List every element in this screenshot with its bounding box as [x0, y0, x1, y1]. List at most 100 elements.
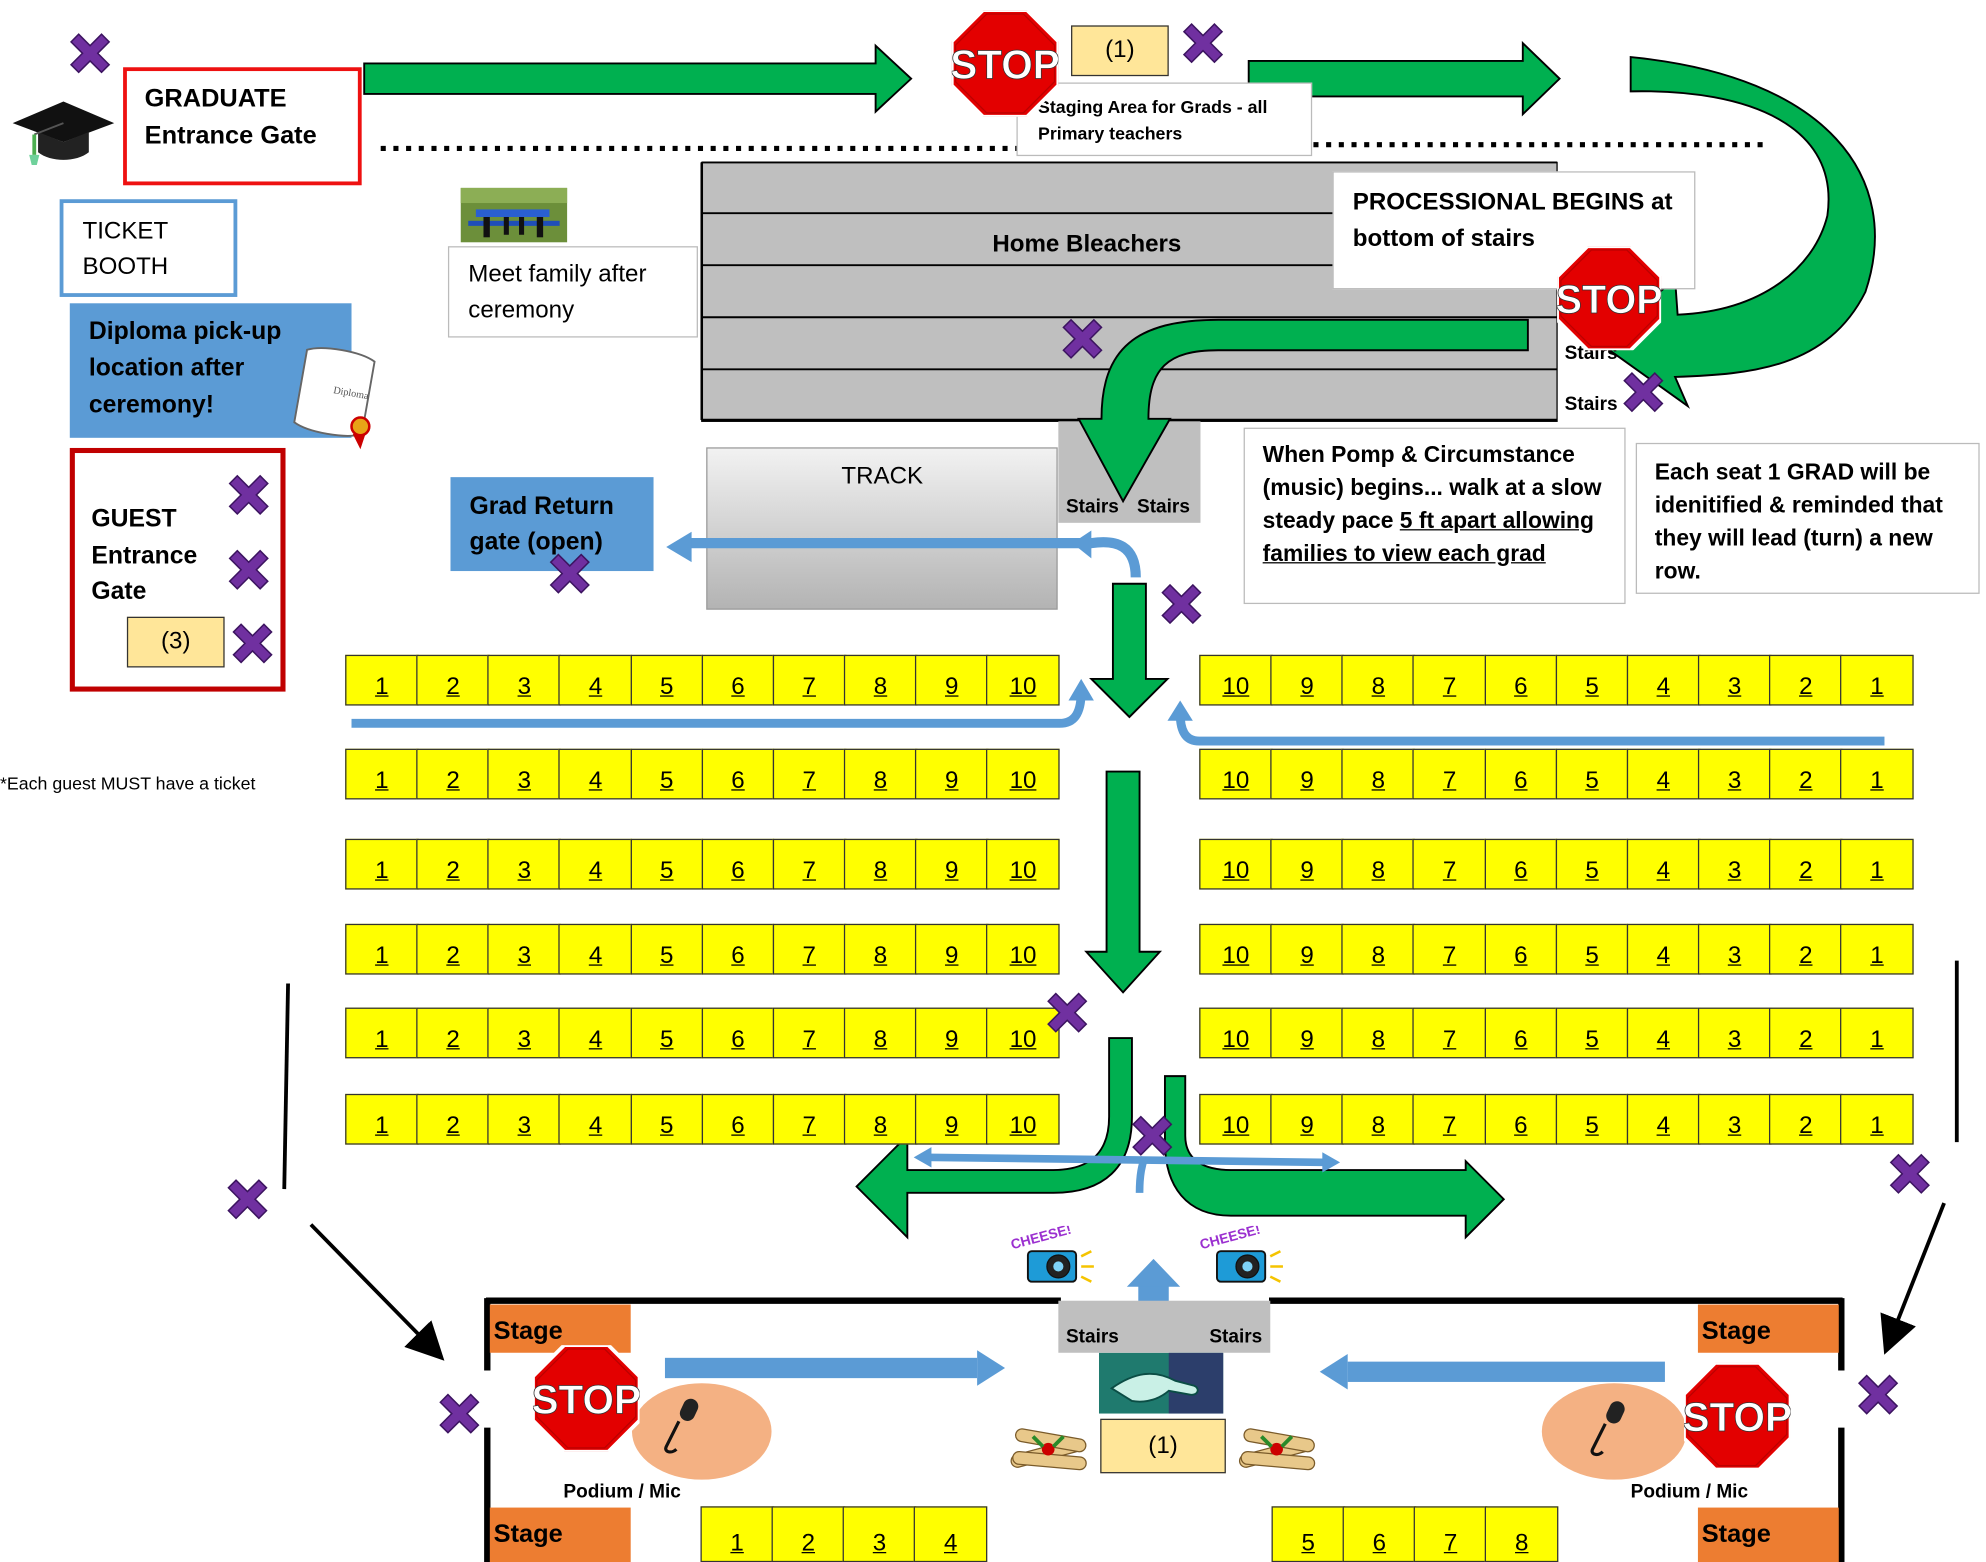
seat-6[interactable]: 6 — [1484, 1093, 1558, 1145]
seat-5[interactable]: 5 — [630, 748, 704, 800]
seat-7[interactable]: 7 — [772, 1093, 846, 1145]
seat-2[interactable]: 2 — [1769, 838, 1843, 890]
seat-7[interactable]: 7 — [772, 1007, 846, 1059]
seat-9[interactable]: 9 — [915, 923, 989, 975]
seat-8[interactable]: 8 — [1341, 1007, 1415, 1059]
seat-2[interactable]: 2 — [416, 1093, 490, 1145]
seat-5[interactable]: 5 — [630, 1093, 704, 1145]
seat-3[interactable]: 3 — [487, 1093, 561, 1145]
seat-9[interactable]: 9 — [915, 748, 989, 800]
seat-8[interactable]: 8 — [843, 1007, 918, 1059]
seat-2[interactable]: 2 — [1769, 923, 1843, 975]
seat-10[interactable]: 10 — [986, 923, 1060, 975]
seat-1[interactable]: 1 — [345, 654, 419, 706]
seat-8[interactable]: 8 — [1341, 1093, 1415, 1145]
seat-6[interactable]: 6 — [1342, 1506, 1416, 1562]
seat-9[interactable]: 9 — [915, 1093, 989, 1145]
seat-3[interactable]: 3 — [1697, 923, 1772, 975]
seat-10[interactable]: 10 — [1199, 1093, 1273, 1145]
seat-1[interactable]: 1 — [1840, 748, 1914, 800]
seat-3[interactable]: 3 — [487, 748, 561, 800]
seat-2[interactable]: 2 — [416, 654, 490, 706]
seat-4[interactable]: 4 — [558, 748, 633, 800]
seat-3[interactable]: 3 — [842, 1506, 917, 1562]
seat-8[interactable]: 8 — [1341, 838, 1415, 890]
seat-10[interactable]: 10 — [1199, 654, 1273, 706]
seat-4[interactable]: 4 — [558, 1093, 633, 1145]
seat-8[interactable]: 8 — [843, 1093, 918, 1145]
seat-6[interactable]: 6 — [701, 923, 775, 975]
seat-9[interactable]: 9 — [1270, 923, 1344, 975]
seat-10[interactable]: 10 — [986, 654, 1060, 706]
seat-3[interactable]: 3 — [487, 1007, 561, 1059]
seat-3[interactable]: 3 — [1697, 1007, 1772, 1059]
seat-2[interactable]: 2 — [416, 748, 490, 800]
seat-5[interactable]: 5 — [1555, 1093, 1629, 1145]
seat-7[interactable]: 7 — [1412, 838, 1487, 890]
seat-4[interactable]: 4 — [1626, 748, 1700, 800]
seat-2[interactable]: 2 — [1769, 748, 1843, 800]
seat-7[interactable]: 7 — [1412, 654, 1487, 706]
seat-10[interactable]: 10 — [986, 1093, 1060, 1145]
seat-1[interactable]: 1 — [345, 1093, 419, 1145]
seat-7[interactable]: 7 — [772, 923, 846, 975]
seat-8[interactable]: 8 — [843, 748, 918, 800]
seat-6[interactable]: 6 — [701, 1093, 775, 1145]
seat-3[interactable]: 3 — [1697, 654, 1772, 706]
seat-5[interactable]: 5 — [1555, 748, 1629, 800]
seat-1[interactable]: 1 — [1840, 1007, 1914, 1059]
seat-3[interactable]: 3 — [1697, 838, 1772, 890]
seat-4[interactable]: 4 — [1626, 923, 1700, 975]
seat-8[interactable]: 8 — [1341, 748, 1415, 800]
seat-2[interactable]: 2 — [1769, 654, 1843, 706]
seat-7[interactable]: 7 — [1412, 923, 1487, 975]
seat-5[interactable]: 5 — [1555, 923, 1629, 975]
seat-7[interactable]: 7 — [1412, 748, 1487, 800]
seat-10[interactable]: 10 — [986, 748, 1060, 800]
seat-10[interactable]: 10 — [986, 1007, 1060, 1059]
seat-2[interactable]: 2 — [1769, 1093, 1843, 1145]
seat-6[interactable]: 6 — [701, 654, 775, 706]
seat-1[interactable]: 1 — [700, 1506, 774, 1562]
seat-10[interactable]: 10 — [1199, 838, 1273, 890]
seat-9[interactable]: 9 — [915, 838, 989, 890]
seat-7[interactable]: 7 — [1413, 1506, 1488, 1562]
seat-2[interactable]: 2 — [416, 838, 490, 890]
seat-5[interactable]: 5 — [1555, 654, 1629, 706]
seat-6[interactable]: 6 — [1484, 654, 1558, 706]
seat-8[interactable]: 8 — [843, 923, 918, 975]
seat-4[interactable]: 4 — [558, 1007, 633, 1059]
seat-8[interactable]: 8 — [843, 654, 918, 706]
seat-5[interactable]: 5 — [630, 923, 704, 975]
seat-4[interactable]: 4 — [558, 654, 633, 706]
seat-10[interactable]: 10 — [1199, 748, 1273, 800]
seat-6[interactable]: 6 — [701, 838, 775, 890]
seat-1[interactable]: 1 — [1840, 654, 1914, 706]
seat-1[interactable]: 1 — [345, 1007, 419, 1059]
seat-7[interactable]: 7 — [772, 838, 846, 890]
seat-4[interactable]: 4 — [558, 838, 633, 890]
seat-4[interactable]: 4 — [1626, 1093, 1700, 1145]
seat-8[interactable]: 8 — [843, 838, 918, 890]
seat-5[interactable]: 5 — [1555, 838, 1629, 890]
seat-1[interactable]: 1 — [1840, 838, 1914, 890]
seat-9[interactable]: 9 — [1270, 838, 1344, 890]
seat-8[interactable]: 8 — [1485, 1506, 1559, 1562]
seat-1[interactable]: 1 — [345, 838, 419, 890]
seat-6[interactable]: 6 — [1484, 838, 1558, 890]
seat-5[interactable]: 5 — [1555, 1007, 1629, 1059]
seat-7[interactable]: 7 — [1412, 1093, 1487, 1145]
seat-5[interactable]: 5 — [630, 654, 704, 706]
seat-10[interactable]: 10 — [1199, 923, 1273, 975]
seat-4[interactable]: 4 — [914, 1506, 988, 1562]
seat-1[interactable]: 1 — [1840, 923, 1914, 975]
seat-9[interactable]: 9 — [915, 654, 989, 706]
seat-6[interactable]: 6 — [701, 1007, 775, 1059]
seat-1[interactable]: 1 — [345, 748, 419, 800]
seat-5[interactable]: 5 — [630, 838, 704, 890]
seat-9[interactable]: 9 — [1270, 654, 1344, 706]
seat-7[interactable]: 7 — [772, 748, 846, 800]
seat-8[interactable]: 8 — [1341, 923, 1415, 975]
seat-9[interactable]: 9 — [1270, 1007, 1344, 1059]
seat-9[interactable]: 9 — [1270, 1093, 1344, 1145]
